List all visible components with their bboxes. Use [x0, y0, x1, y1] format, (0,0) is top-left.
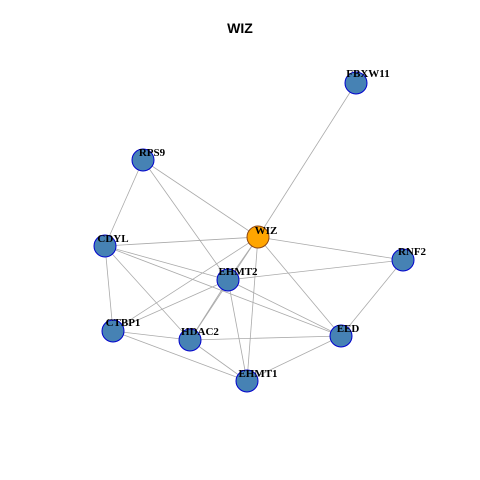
node-label-ehmt2: EHMT2 [218, 266, 258, 278]
edge-wiz-cdyl [104, 236, 259, 247]
node-fbxw11[interactable] [344, 71, 368, 95]
edge-wiz-ctbp1 [112, 236, 259, 332]
node-label-rnf2: RNF2 [398, 246, 427, 258]
edge-ehmt2-eed [227, 279, 342, 337]
edge-ehmt2-rnf2 [227, 259, 404, 281]
edge-hdac2-ehmt1 [189, 339, 248, 382]
edge-rps9-ehmt2 [142, 159, 229, 281]
graph-title: WIZ [227, 20, 253, 36]
edge-ctbp1-hdac2 [112, 330, 191, 341]
edge-hdac2-eed [189, 335, 342, 341]
node-label-fbxw11: FBXW11 [346, 68, 389, 80]
edge-rnf2-eed [340, 259, 404, 337]
node-label-ctbp1: CTBP1 [106, 317, 141, 329]
node-ctbp1[interactable] [101, 319, 125, 343]
edge-wiz-fbxw11 [257, 82, 357, 238]
node-label-eed: EED [337, 323, 360, 335]
node-rps9[interactable] [131, 148, 155, 172]
node-cdyl[interactable] [93, 234, 117, 258]
edge-ehmt2-hdac2 [189, 279, 229, 341]
edge-wiz-eed [257, 236, 342, 337]
edge-wiz-ehmt1 [246, 236, 259, 382]
node-eed[interactable] [329, 324, 353, 348]
node-label-ehmt1: EHMT1 [238, 368, 277, 380]
node-rnf2[interactable] [391, 248, 415, 272]
edge-cdyl-ctbp1 [104, 245, 114, 332]
edge-ctbp1-ehmt1 [112, 330, 248, 382]
edge-rps9-cdyl [104, 159, 144, 247]
edge-cdyl-ehmt2 [104, 245, 229, 281]
edge-cdyl-eed [104, 245, 342, 337]
edge-wiz-rps9 [142, 159, 259, 238]
node-label-wiz: WIZ [255, 225, 278, 237]
edge-wiz-rnf2 [257, 236, 404, 261]
node-ehmt2[interactable] [216, 268, 240, 292]
node-hdac2[interactable] [178, 328, 202, 352]
edge-ehmt2-ctbp1 [112, 279, 229, 332]
node-ehmt1[interactable] [235, 369, 259, 393]
node-wiz[interactable] [246, 225, 270, 249]
edge-layer [104, 82, 404, 382]
node-layer [93, 71, 415, 393]
node-label-rps9: RPS9 [139, 147, 166, 159]
node-label-cdyl: CDYL [97, 233, 128, 245]
edge-eed-ehmt1 [246, 335, 342, 382]
edge-ehmt2-ehmt1 [227, 279, 248, 382]
edge-cdyl-hdac2 [104, 245, 191, 341]
node-label-hdac2: HDAC2 [181, 326, 219, 338]
